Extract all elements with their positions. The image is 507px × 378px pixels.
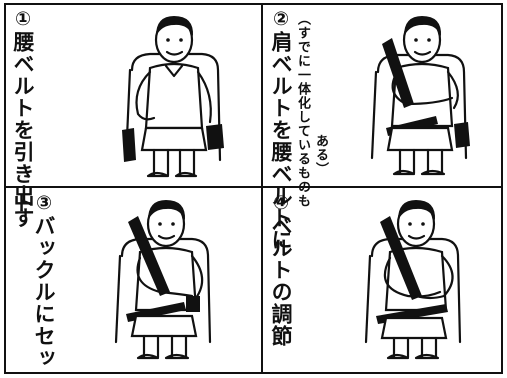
step-3-caption: ③バックルにセット [11, 192, 56, 378]
frame-right [501, 3, 503, 374]
step-2-note: （すでに一体化しているものも [295, 12, 310, 208]
step-3-illustration [114, 200, 212, 360]
step-4-caption: ④ベルトの調節 [269, 192, 293, 347]
step-4-illustration [364, 200, 462, 360]
step-2-number: ② [270, 8, 292, 31]
step-2-note-tail: ある） [313, 134, 328, 176]
step-1-illustration [122, 16, 224, 178]
frame-middle-horizontal [4, 186, 503, 188]
step-2-illustration [370, 16, 470, 176]
step-4-label: ベルトの調節 [269, 215, 293, 347]
frame-left [4, 3, 6, 374]
step-3-label: バックルにセット [11, 192, 56, 369]
step-2-caption: ②肩ベルトを腰ベルトに [269, 8, 293, 251]
frame-top [4, 3, 503, 5]
step-2-label: 肩ベルトを腰ベルトに [269, 31, 293, 251]
frame-bottom [4, 372, 503, 374]
step-3-number: ③ [33, 192, 55, 215]
frame-middle-vertical [261, 3, 263, 374]
step-4-number: ④ [270, 192, 292, 215]
step-1-caption: ①腰ベルトを引き出す [11, 8, 35, 229]
step-1-number: ① [12, 8, 34, 31]
step-1-label: 腰ベルトを引き出す [11, 31, 35, 229]
